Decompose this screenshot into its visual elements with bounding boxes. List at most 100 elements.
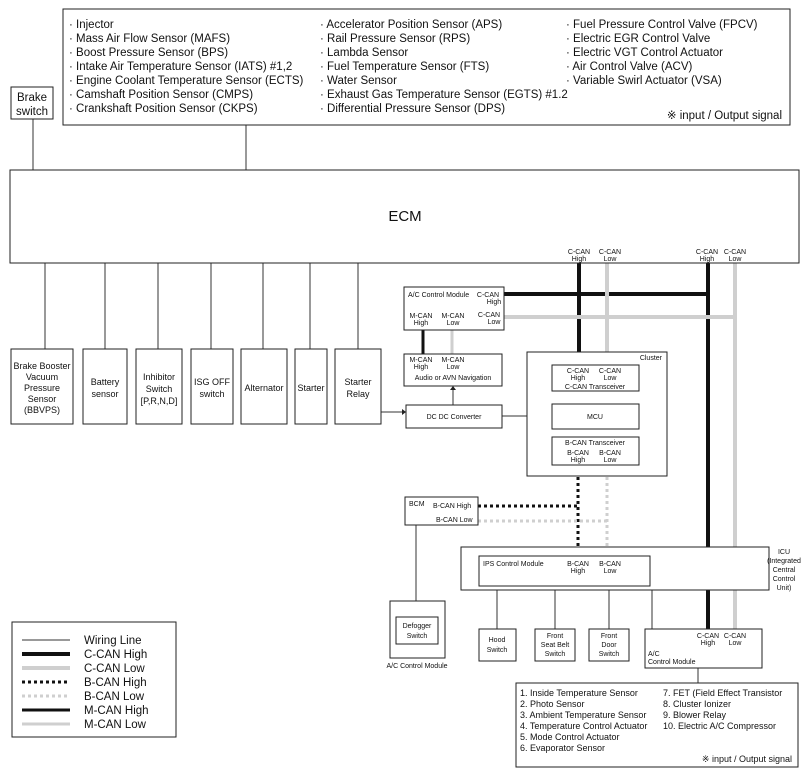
svg-text:Low: Low	[447, 364, 461, 371]
wiring-lines	[32, 119, 699, 683]
svg-text:C-CAN Transceiver: C-CAN Transceiver	[565, 384, 626, 391]
svg-text:Front: Front	[601, 633, 617, 640]
svg-text:M-CAN: M-CAN	[410, 357, 433, 364]
svg-text:Pressure: Pressure	[24, 383, 60, 393]
brake-switch-label: switch	[16, 106, 48, 118]
svg-text:B-CAN: B-CAN	[567, 450, 589, 457]
svg-text:High: High	[700, 256, 715, 263]
svg-text:(BBVPS): (BBVPS)	[24, 405, 60, 415]
svg-text:C-CAN: C-CAN	[567, 368, 589, 375]
svg-text:B-CAN Transceiver: B-CAN Transceiver	[565, 440, 626, 447]
cluster-box: Cluster C-CAN High C-CAN Low C-CAN Trans…	[526, 351, 668, 477]
input-item: · Accelerator Position Sensor (APS)	[320, 19, 502, 31]
svg-text:C-CAN: C-CAN	[478, 312, 500, 319]
svg-text:Inhibitor: Inhibitor	[143, 372, 175, 382]
input-item: · Boost Pressure Sensor (BPS)	[69, 47, 228, 59]
svg-text:Control Module: Control Module	[648, 659, 696, 666]
svg-text:High: High	[572, 256, 587, 263]
svg-text:Low: Low	[604, 375, 618, 382]
legend-item: B-CAN High	[84, 677, 147, 689]
input-list-col1: · Injector · Mass Air Flow Sensor (MAFS)…	[69, 19, 304, 115]
input-item: · Engine Coolant Temperature Sensor (ECT…	[69, 75, 304, 87]
bbvps-box: Brake Booster Vacuum Pressure Sensor (BB…	[10, 348, 74, 425]
ac-input-item: 5. Mode Control Actuator	[520, 732, 620, 742]
bcm-box: BCM B-CAN High B-CAN Low	[404, 496, 479, 526]
legend-item: M-CAN High	[84, 705, 149, 717]
ac-input-signal-box: 1. Inside Temperature Sensor 2. Photo Se…	[515, 682, 799, 768]
svg-text:High: High	[571, 375, 586, 382]
icu-box: IPS Control Module B-CAN High B-CAN Low …	[460, 546, 801, 592]
ac-control-module-2-box: C-CAN High C-CAN Low A/C Control Module	[644, 628, 763, 669]
battery-sensor-box: Battery sensor	[82, 348, 128, 425]
input-list-col3: · Fuel Pressure Control Valve (FPCV) · E…	[566, 19, 758, 87]
svg-text:Starter: Starter	[344, 377, 371, 387]
svg-text:Control: Control	[773, 576, 796, 583]
ac-input-item: 3. Ambient Temperature Sensor	[520, 710, 646, 720]
input-item: · Intake Air Temperature Sensor (IATS) #…	[69, 61, 292, 73]
input-item: · Water Sensor	[320, 75, 397, 87]
starter-box: Starter	[294, 348, 328, 425]
input-item: · Electric VGT Control Actuator	[566, 47, 723, 59]
svg-text:Low: Low	[729, 640, 743, 647]
svg-text:Battery: Battery	[91, 377, 120, 387]
legend-item: M-CAN Low	[84, 719, 147, 731]
input-item: · Lambda Sensor	[320, 47, 408, 59]
svg-text:B-CAN: B-CAN	[567, 561, 589, 568]
svg-text:B-CAN: B-CAN	[599, 450, 621, 457]
input-list-col2: · Accelerator Position Sensor (APS) · Ra…	[320, 19, 568, 115]
legend-item: C-CAN High	[84, 649, 147, 661]
input-signal-box	[62, 8, 791, 126]
svg-text:Door: Door	[601, 642, 617, 649]
svg-text:Front: Front	[547, 633, 563, 640]
ac-input-item: 7. FET (Field Effect Transistor	[663, 688, 782, 698]
ac-input-item: 10. Electric A/C Compressor	[663, 721, 776, 731]
ac-input-item: 6. Evaporator Sensor	[520, 743, 605, 753]
svg-text:Relay: Relay	[346, 389, 370, 399]
legend-item: Wiring Line	[84, 635, 142, 647]
signal-note: ※ input / Output signal	[667, 110, 782, 122]
input-item: · Crankshaft Position Sensor (CKPS)	[69, 103, 258, 115]
svg-text:High: High	[571, 457, 586, 464]
svg-text:High: High	[414, 364, 429, 371]
ac-input-item: 4. Temperature Control Actuator	[520, 721, 647, 731]
svg-text:Alternator: Alternator	[244, 383, 283, 393]
inhibitor-switch-box: Inhibitor Switch [P,R,N,D]	[135, 348, 183, 425]
svg-text:[P,R,N,D]: [P,R,N,D]	[141, 396, 178, 406]
svg-text:B-CAN: B-CAN	[599, 561, 621, 568]
svg-text:Low: Low	[729, 256, 743, 263]
svg-text:High: High	[571, 568, 586, 575]
brake-switch-box	[10, 86, 54, 120]
svg-text:C-CAN: C-CAN	[599, 368, 621, 375]
dcdc-converter-box: DC DC Converter	[405, 404, 503, 429]
svg-text:A/C Control Module: A/C Control Module	[386, 663, 447, 670]
svg-text:Seat Belt: Seat Belt	[541, 642, 569, 649]
front-door-switch-box: Front Door Switch	[588, 628, 630, 662]
svg-text:Low: Low	[604, 256, 618, 263]
svg-text:(Integrated: (Integrated	[767, 558, 801, 565]
svg-text:IPS Control Module: IPS Control Module	[483, 561, 544, 568]
svg-text:MCU: MCU	[587, 414, 603, 421]
input-item: · Rail Pressure Sensor (RPS)	[320, 33, 470, 45]
svg-text:B-CAN Low: B-CAN Low	[436, 517, 474, 524]
svg-text:Audio or AVN Navigation: Audio or AVN Navigation	[415, 375, 492, 382]
input-item: · Variable Swirl Actuator (VSA)	[566, 75, 722, 87]
hood-switch-box: Hood Switch	[478, 628, 517, 662]
svg-text:C-CAN: C-CAN	[697, 633, 719, 640]
svg-text:M-CAN: M-CAN	[442, 357, 465, 364]
svg-text:B-CAN High: B-CAN High	[433, 503, 471, 510]
input-item: · Air Control Valve (ACV)	[566, 61, 692, 73]
ecm-label: ECM	[388, 208, 421, 225]
svg-text:Switch: Switch	[599, 651, 620, 658]
input-item: · Differential Pressure Sensor (DPS)	[320, 103, 505, 115]
input-item: · Exhaust Gas Temperature Sensor (EGTS) …	[320, 89, 568, 101]
defogger-switch-box: Defogger Switch A/C Control Module	[386, 600, 448, 670]
input-item: · Fuel Temperature Sensor (FTS)	[320, 61, 489, 73]
svg-text:C-CAN: C-CAN	[724, 633, 746, 640]
ac-input-item: 8. Cluster Ionizer	[663, 699, 731, 709]
svg-text:ICU: ICU	[778, 549, 790, 556]
svg-text:C-CAN: C-CAN	[599, 249, 621, 256]
input-item: · Mass Air Flow Sensor (MAFS)	[69, 33, 230, 45]
svg-text:Vacuum: Vacuum	[26, 372, 58, 382]
audio-avn-box: M-CAN High M-CAN Low Audio or AVN Naviga…	[403, 353, 503, 387]
svg-text:M-CAN: M-CAN	[442, 313, 465, 320]
